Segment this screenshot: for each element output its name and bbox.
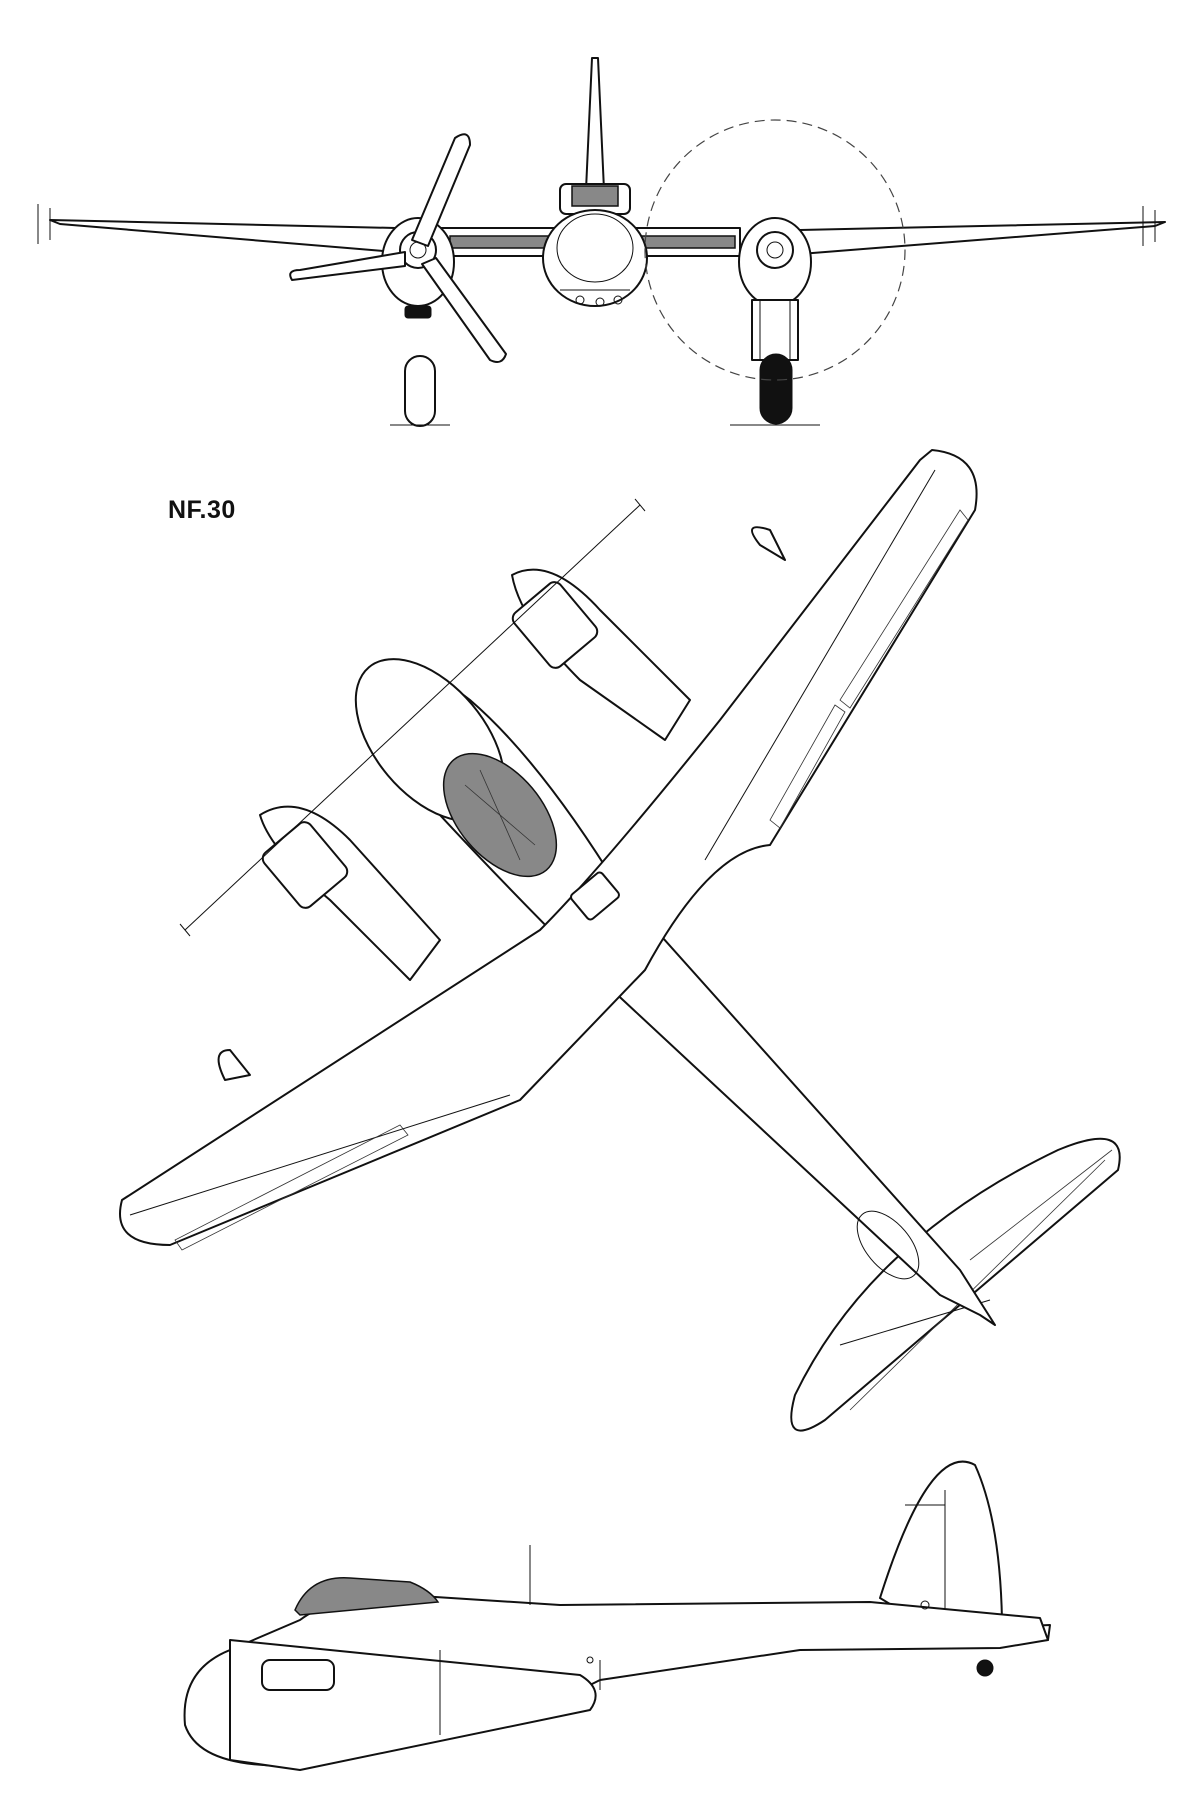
front-propeller-blade-left xyxy=(289,251,406,281)
front-fin xyxy=(585,57,605,191)
front-propeller-blade-up xyxy=(411,133,471,247)
top-nacelle-left xyxy=(259,805,441,981)
top-prop-line xyxy=(184,504,641,931)
side-tailwheel xyxy=(976,1659,994,1677)
front-propeller-blade-down xyxy=(421,257,507,363)
front-propeller-disc xyxy=(644,119,906,381)
top-view xyxy=(119,449,1121,1432)
side-fin xyxy=(879,1460,1003,1621)
top-wing xyxy=(119,449,978,1246)
front-wheel-right xyxy=(759,353,793,425)
top-flap-left xyxy=(174,1124,409,1251)
front-wing-right xyxy=(799,221,1166,255)
front-view xyxy=(37,57,1166,427)
side-canopy xyxy=(294,1577,440,1616)
front-wheel-left xyxy=(404,355,436,427)
front-wing-left xyxy=(49,219,396,253)
side-exhaust xyxy=(261,1659,335,1691)
front-fuselage xyxy=(542,209,648,307)
top-flap-right xyxy=(839,509,969,709)
variant-label: NF.30 xyxy=(168,496,236,524)
side-view xyxy=(183,1460,1051,1771)
